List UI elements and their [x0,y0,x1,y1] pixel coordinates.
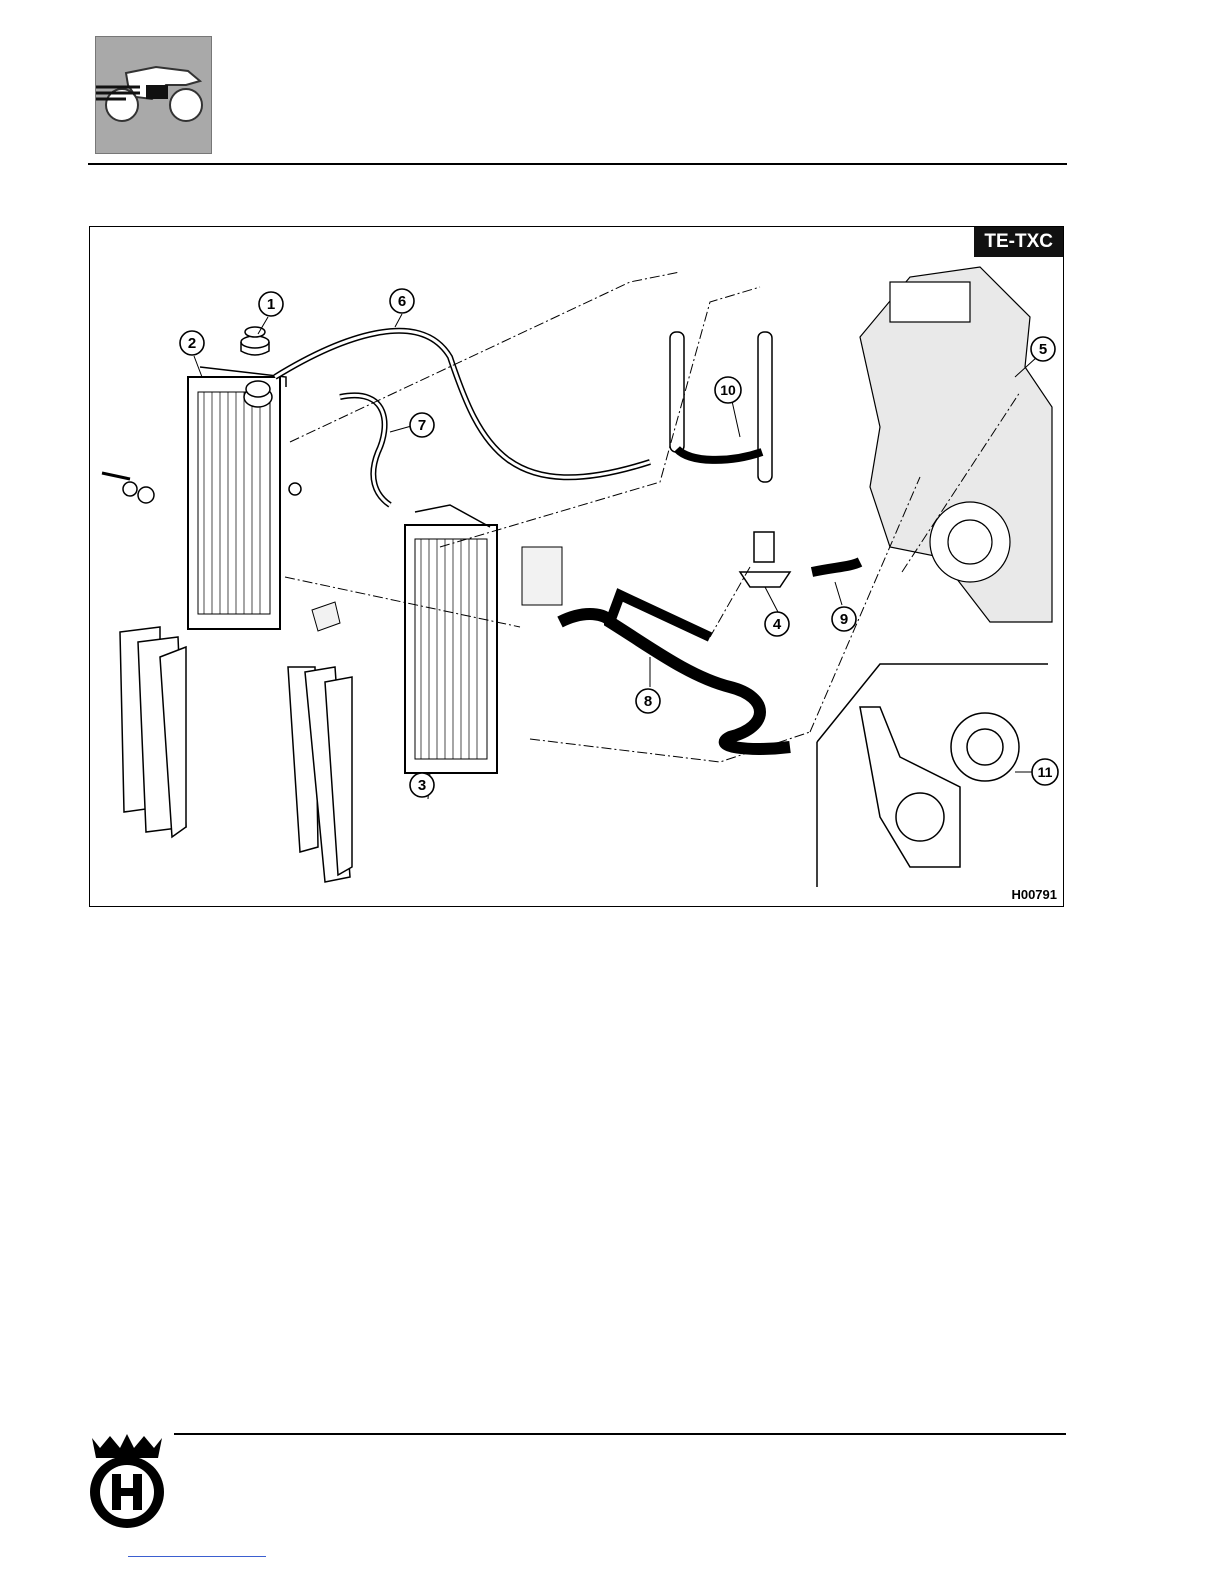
figure-code: H00791 [1011,887,1057,902]
callout-6: 6 [398,293,406,310]
radiator-guards-drawing [120,627,352,882]
section-icon-box [95,36,212,154]
cooling-system-diagram: 1 2 3 4 5 6 7 8 9 10 11 [90,227,1062,905]
hose-8-drawing [560,595,790,749]
radiator-cap-drawing [241,327,269,355]
hose-6-drawing [275,331,650,477]
callout-4: 4 [773,616,782,633]
callout-3: 3 [418,777,426,794]
callout-11: 11 [1038,764,1053,780]
callout-1: 1 [267,296,275,313]
husqvarna-logo-icon [86,1430,168,1530]
exploded-diagram-figure: TE-TXC [89,226,1064,907]
motorcycle-icon [96,37,211,153]
callout-7: 7 [418,417,426,434]
thermostat-drawing [740,532,790,587]
footer-link-underline[interactable] [128,1556,266,1557]
hose-9-drawing [812,562,860,572]
callout-2: 2 [188,335,196,352]
left-radiator-drawing [188,367,286,629]
fan-drawing [860,707,1019,867]
engine-drawing [860,267,1052,622]
hose-10-drawing [670,332,772,482]
header-rule [88,163,1067,165]
callout-10: 10 [720,382,736,398]
callout-8: 8 [644,693,652,710]
right-radiator-drawing [405,505,497,773]
callout-5: 5 [1039,341,1047,358]
footer-rule [174,1433,1066,1435]
callout-9: 9 [840,611,848,628]
